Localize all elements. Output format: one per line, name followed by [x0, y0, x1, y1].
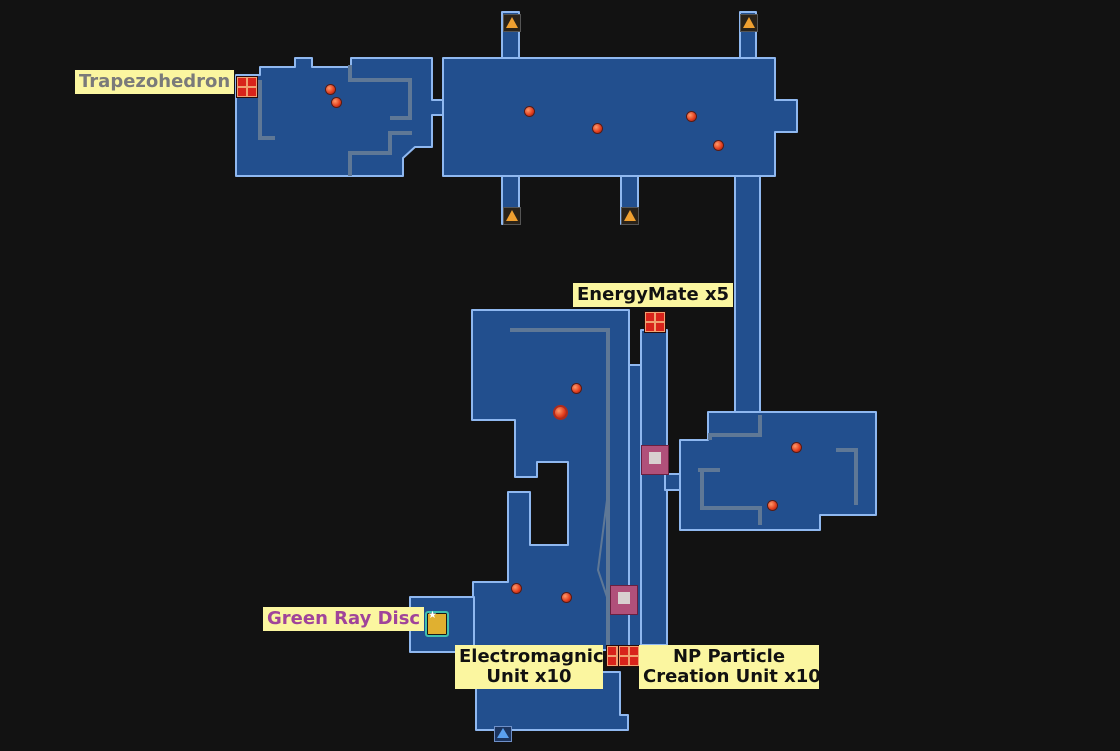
enemy-marker-icon: [714, 141, 723, 150]
save-machine-icon[interactable]: [610, 585, 638, 615]
boss-marker-icon: [555, 407, 566, 418]
door-up-icon[interactable]: [503, 207, 521, 225]
disc-item-icon[interactable]: ★: [425, 610, 449, 637]
star-icon: ★: [428, 610, 437, 621]
wall: [348, 65, 412, 118]
corridor-east-vertical: [734, 173, 761, 417]
door-up-icon[interactable]: [621, 207, 639, 225]
entrance-arrow-icon[interactable]: [494, 726, 512, 742]
room-north-hall: [442, 57, 798, 177]
enemy-marker-icon: [332, 98, 341, 107]
enemy-marker-icon: [572, 384, 581, 393]
enemy-marker-icon: [562, 593, 571, 602]
enemy-marker-icon: [593, 124, 602, 133]
enemy-marker-icon: [512, 584, 521, 593]
enemy-marker-icon: [525, 107, 534, 116]
enemy-marker-icon: [768, 501, 777, 510]
item-label-electromagnetic-unit: Electromagnic Unit x10: [455, 645, 604, 689]
item-label-trapezohedron: Trapezohedron: [75, 70, 235, 94]
wall: [348, 131, 412, 176]
save-machine-icon[interactable]: [641, 445, 669, 475]
enemy-marker-icon: [792, 443, 801, 452]
corridor-center-vertical: [640, 329, 668, 646]
room-northwest: [235, 57, 445, 177]
wall: [258, 80, 275, 140]
label-line: Unit x10: [486, 666, 572, 687]
enemy-marker-icon: [326, 85, 335, 94]
enemy-marker-icon: [687, 112, 696, 121]
room-central: [471, 309, 630, 651]
treasure-chest-icon[interactable]: [644, 311, 666, 333]
wall: [510, 328, 610, 645]
treasure-chest-icon[interactable]: [236, 76, 258, 98]
item-label-energymate: EnergyMate x5: [573, 283, 734, 307]
wall: [836, 448, 858, 505]
room-east: [679, 411, 877, 531]
door-up-icon[interactable]: [740, 14, 758, 32]
wall: [708, 415, 762, 440]
item-label-green-ray-disc: Green Ray Disc: [263, 607, 425, 631]
label-line: Creation Unit x10: [643, 666, 821, 687]
label-line: Electromagnic: [459, 646, 604, 667]
door-up-icon[interactable]: [503, 14, 521, 32]
treasure-chest-icon[interactable]: [618, 645, 640, 667]
wall: [700, 472, 762, 525]
wall: [596, 499, 609, 601]
item-label-np-particle-unit: NP Particle Creation Unit x10: [639, 645, 821, 689]
label-line: NP Particle: [672, 646, 786, 667]
